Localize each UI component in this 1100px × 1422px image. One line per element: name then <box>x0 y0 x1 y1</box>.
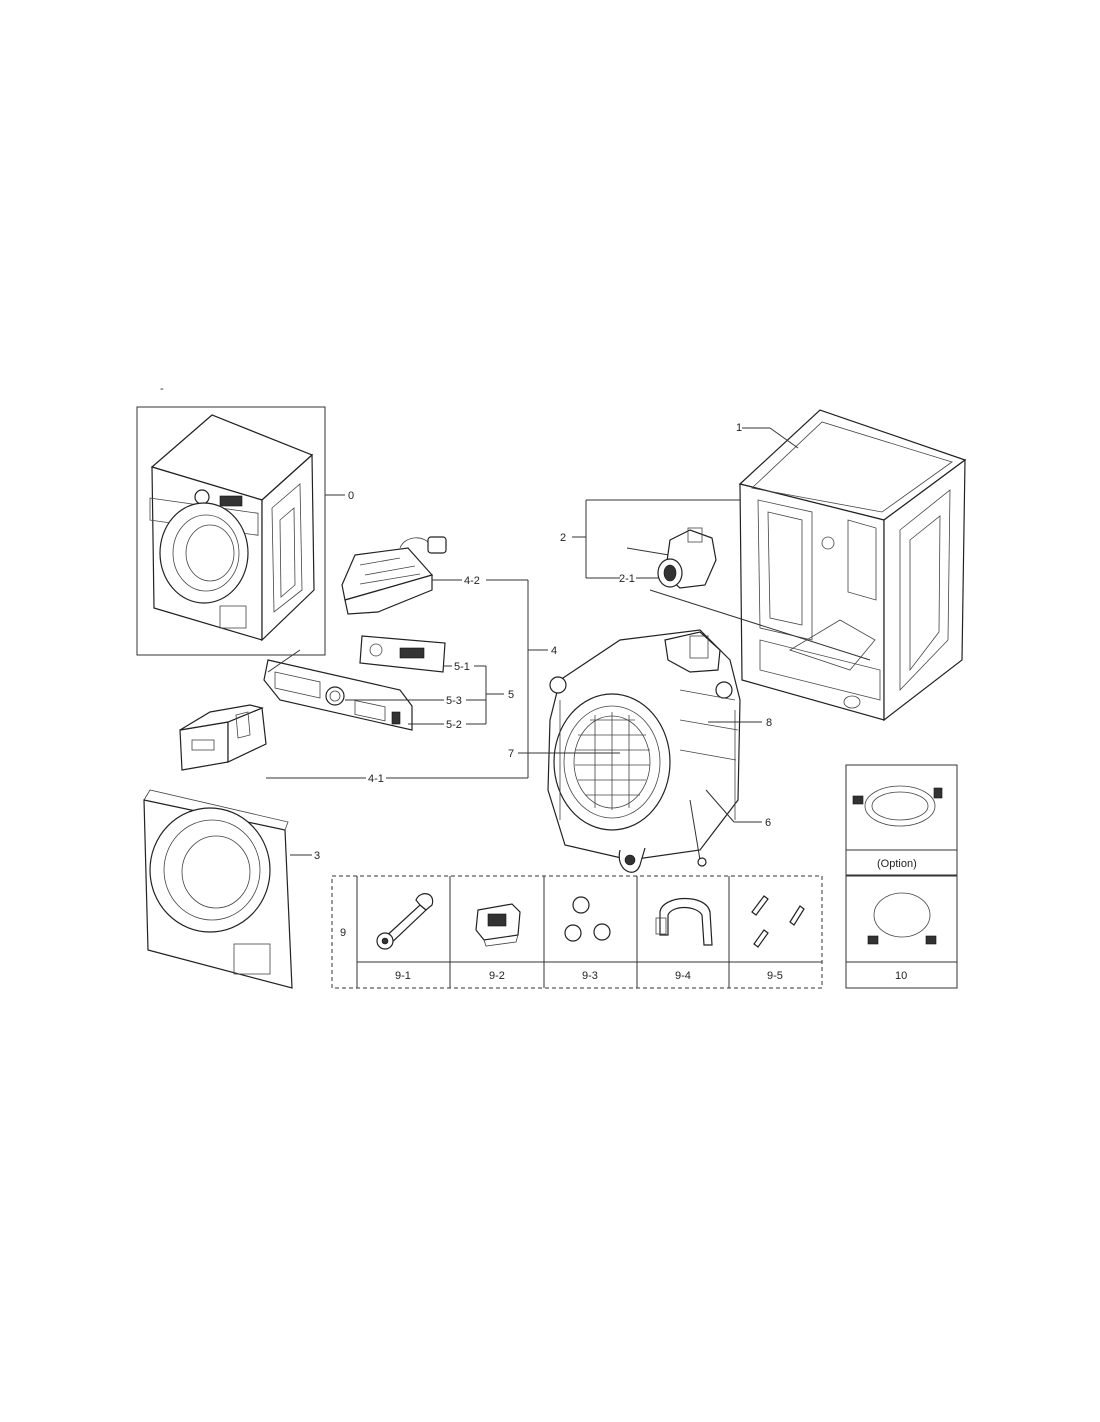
callout-2-1: 2-1 <box>619 573 635 585</box>
accessory-label-9-1: 9-1 <box>395 970 411 982</box>
accessories-dashed-frame <box>331 875 823 989</box>
detergent-drawer <box>179 649 528 779</box>
callout-5-1: 5-1 <box>454 661 470 673</box>
inlet-hose-icon <box>867 892 937 945</box>
inlet-hose-frame <box>845 875 958 989</box>
control-panel <box>263 659 504 731</box>
washer-frame-box <box>136 406 326 656</box>
tub-drum-assembly <box>518 629 762 873</box>
accessory-label-9-2: 9-2 <box>489 970 505 982</box>
callout-10: 10 <box>895 970 907 982</box>
callout-2: 2 <box>560 532 566 544</box>
option-label: (Option) <box>877 858 917 870</box>
callout-3: 3 <box>314 850 320 862</box>
hose-bracket-icon <box>475 903 521 947</box>
detergent-housing <box>341 536 528 615</box>
spanner-icon <box>376 893 434 950</box>
callout-4-1: 4-1 <box>368 773 384 785</box>
callout-5-2: 5-2 <box>446 719 462 731</box>
drain-hose-icon <box>852 785 943 827</box>
drain-pump-assembly <box>572 499 871 661</box>
callout-6: 6 <box>765 817 771 829</box>
complete-washer-assembly <box>136 406 345 656</box>
accessory-label-9-3: 9-3 <box>582 970 598 982</box>
accessory-label-9-5: 9-5 <box>767 970 783 982</box>
callout-4: 4 <box>551 645 557 657</box>
cabinet <box>738 409 967 722</box>
hose-hanger-icon <box>655 897 713 946</box>
front-panel <box>143 789 312 989</box>
callout-0: 0 <box>348 490 354 502</box>
option-frame <box>845 764 958 876</box>
control-pcb <box>359 635 486 673</box>
callout-4-2: 4-2 <box>464 575 480 587</box>
callout-5-3: 5-3 <box>446 695 462 707</box>
stray-mark: - <box>160 383 164 395</box>
cap-icon <box>564 896 611 942</box>
callout-5: 5 <box>508 689 514 701</box>
callout-8: 8 <box>766 717 772 729</box>
callout-7: 7 <box>508 748 514 760</box>
screw-icon <box>751 895 805 948</box>
accessories-group-label: 9 <box>340 927 346 939</box>
accessory-label-9-4: 9-4 <box>675 970 691 982</box>
option-hoses: (Option) 10 <box>845 764 958 989</box>
accessories-kit: 9 9-1 9-2 9-3 9-4 9-5 <box>331 875 823 989</box>
callout-1: 1 <box>736 422 742 434</box>
